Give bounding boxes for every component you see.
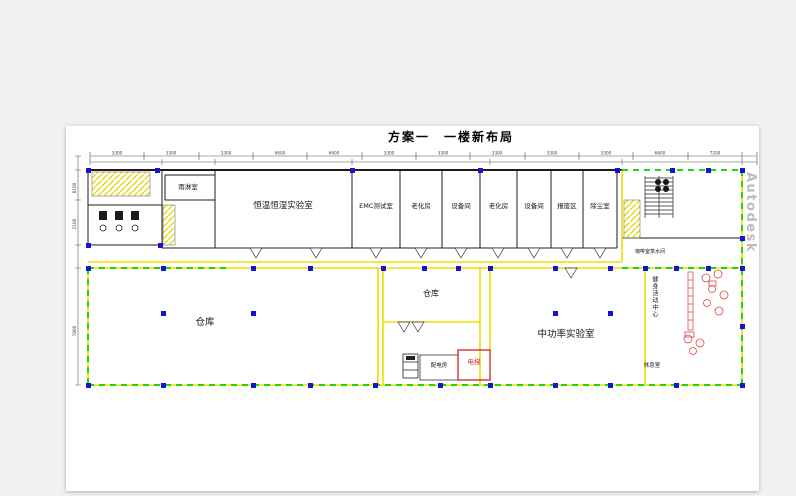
room-label-climate-lab: 恒温恒湿实验室: [253, 201, 313, 211]
top-dimension-chain: [89, 152, 758, 165]
dimension-numbers: 3300 3300 3300 6600 6600 3300 3300 3300 …: [72, 151, 721, 337]
svg-text:7800: 7800: [72, 325, 77, 336]
svg-text:6600: 6600: [275, 151, 286, 156]
column-markers: [86, 168, 745, 388]
elevator-box: [457, 349, 491, 381]
room-label-lounge: 休息室: [643, 363, 661, 369]
left-dimension-chain: [75, 155, 81, 386]
room-label-equipment-2: 设备间: [524, 202, 544, 210]
svg-text:6600: 6600: [329, 151, 340, 156]
machines-icon: [99, 211, 139, 232]
room-label-fitness-center: 健身活动中心: [650, 276, 658, 318]
svg-text:8100: 8100: [72, 182, 77, 193]
room-label-warehouse-main: 仓库: [195, 317, 215, 328]
door-symbols: [249, 247, 607, 333]
floor-plan-canvas: 3300 3300 3300 6600 6600 3300 3300 3300 …: [72, 151, 758, 388]
room-label-mid-power-lab: 中功率实验室: [537, 329, 595, 340]
furniture-icons: [683, 269, 729, 355]
room-label-elevator: 电梯: [467, 358, 481, 366]
stairs-icon: [644, 176, 674, 218]
room-label-rain: 雨淋室: [178, 183, 198, 191]
svg-text:7200: 7200: [710, 151, 721, 156]
svg-text:3300: 3300: [112, 151, 123, 156]
room-label-aging-2: 老化房: [488, 202, 509, 210]
drawing-sheet: 方案一 一楼新布局: [66, 126, 759, 491]
svg-text:6600: 6600: [655, 151, 666, 156]
room-label-dust-room: 除尘室: [590, 202, 610, 210]
svg-text:3300: 3300: [601, 151, 612, 156]
hatch-areas: [91, 171, 641, 246]
svg-text:3300: 3300: [438, 151, 449, 156]
svg-text:3300: 3300: [221, 151, 232, 156]
room-label-aging-1: 老化房: [411, 202, 431, 210]
svg-text:2100: 2100: [72, 218, 77, 229]
svg-text:3300: 3300: [492, 151, 503, 156]
room-label-equipment-1: 设备间: [451, 202, 471, 210]
room-label-coffee-tea: 咖啡室茶水间: [634, 249, 665, 255]
green-boundary: [87, 169, 743, 386]
room-label-emc-lab: EMC测试室: [359, 202, 393, 210]
room-label-scrap-area: 报废区: [557, 202, 577, 210]
svg-text:3300: 3300: [384, 151, 395, 156]
svg-text:3300: 3300: [547, 151, 558, 156]
room-label-power-room: 配电房: [430, 363, 448, 369]
drawing-title: 方案一 一楼新布局: [387, 130, 514, 144]
room-label-warehouse-small: 仓库: [423, 289, 439, 298]
autodesk-watermark: Autodesk: [743, 172, 758, 253]
yellow-walls: [87, 170, 743, 386]
svg-text:3300: 3300: [166, 151, 177, 156]
